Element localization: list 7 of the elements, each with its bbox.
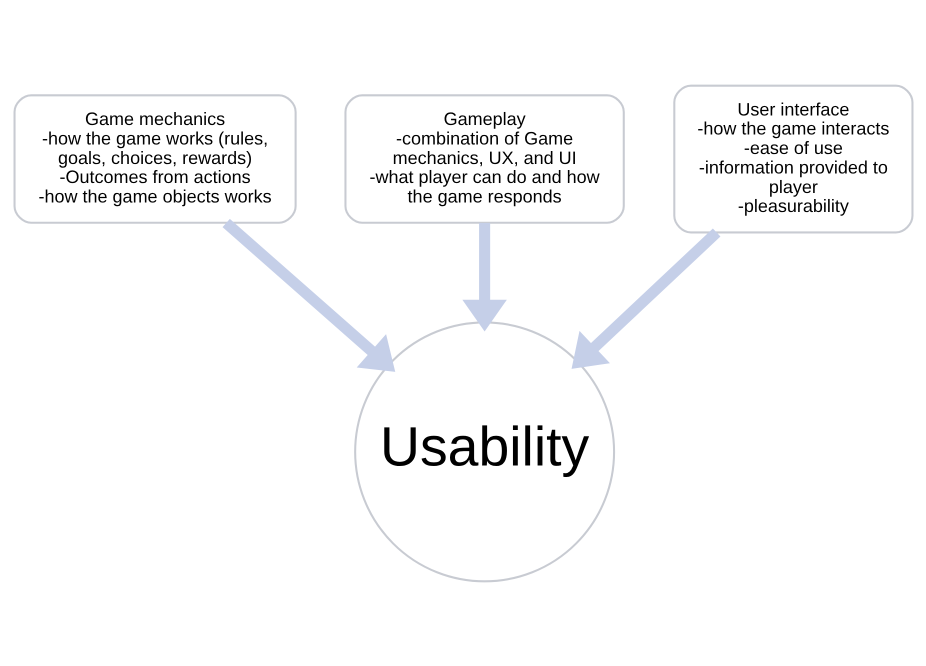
arrow bbox=[571, 228, 720, 368]
arrow bbox=[462, 222, 506, 332]
arrow bbox=[222, 218, 395, 372]
node-box: Game mechanics -how the game works (rules, goals, choices, rewards) -Outcomes from actions -how the game objects works bbox=[13, 94, 296, 224]
node-box: Gameplay -combination of Game mechanics, UX, and UI -what player can do and how the game responds bbox=[344, 94, 624, 224]
node-box: User interface -how the game interacts -ease of use -information provided to player -pleasurability bbox=[672, 84, 913, 233]
node-circle: Usability bbox=[354, 320, 615, 582]
